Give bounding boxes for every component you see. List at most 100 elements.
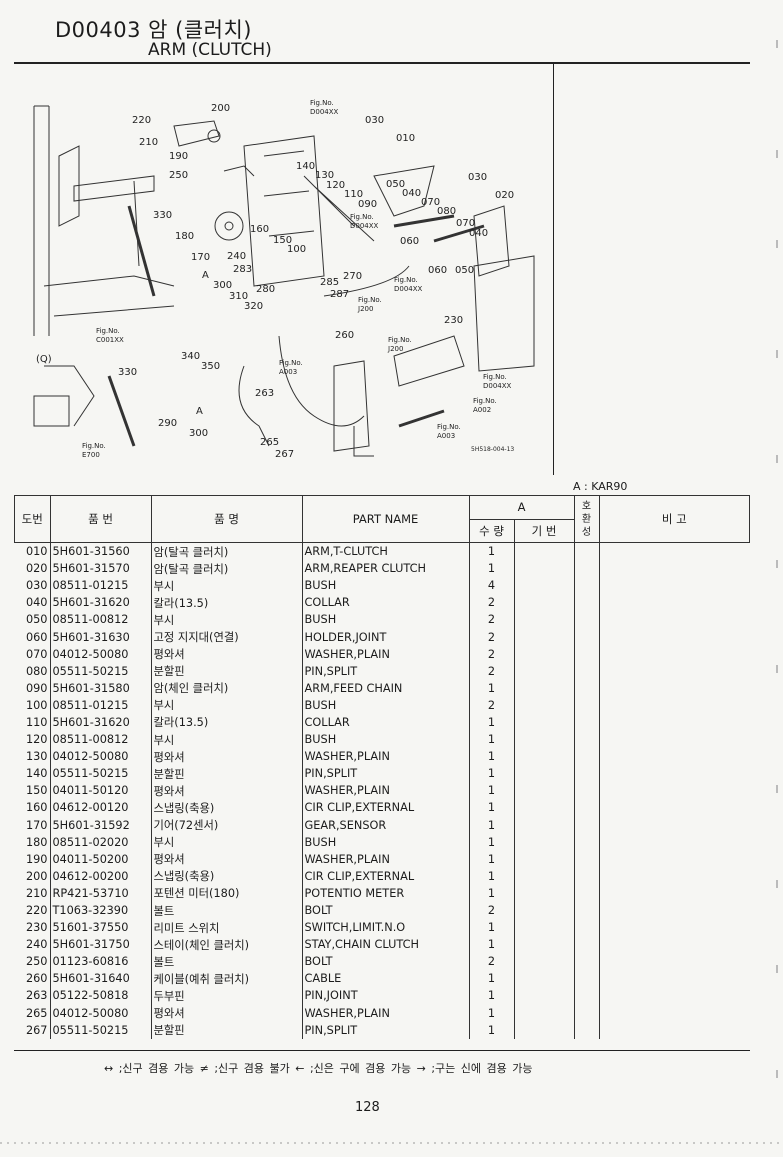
ref-no-cell: 020 — [25, 562, 48, 576]
part-number-cell: 08511-00812 — [49, 731, 151, 749]
svg-text:283: 283 — [233, 264, 252, 275]
part-name-ko-cell: 평와셔 — [150, 748, 302, 766]
basic-no-cell — [513, 901, 574, 920]
svg-text:Fig.No.: Fig.No. — [310, 99, 334, 107]
remarks-cell — [598, 867, 750, 885]
svg-text:030: 030 — [468, 172, 487, 183]
svg-text:230: 230 — [444, 315, 463, 326]
ref-no-cell: 260 — [25, 972, 48, 986]
svg-text:250: 250 — [169, 170, 188, 181]
part-name-ko-cell: 볼트 — [150, 953, 302, 971]
quantity-cell: 1 — [468, 867, 514, 885]
part-name-en-cell: COLLAR — [301, 594, 469, 612]
svg-text:300: 300 — [213, 280, 232, 291]
compat-cell — [573, 936, 599, 954]
part-name-en-cell: CIR CLIP,EXTERNAL — [301, 799, 469, 817]
compat-cell — [573, 953, 599, 971]
svg-text:180: 180 — [175, 231, 194, 242]
part-number-cell: 08511-02020 — [49, 833, 151, 851]
basic-no-cell — [513, 611, 574, 629]
part-name-ko-cell: 부시 — [150, 611, 302, 629]
svg-text:A003: A003 — [437, 432, 455, 440]
part-name-en-cell: WASHER,PLAIN — [301, 782, 469, 800]
quantity-cell: 1 — [468, 1004, 514, 1022]
part-name-en-cell: WASHER,PLAIN — [301, 748, 469, 766]
remarks-cell — [598, 542, 750, 561]
basic-no-cell — [513, 970, 574, 988]
compat-cell — [573, 713, 599, 732]
ref-no-cell: 263 — [25, 989, 48, 1003]
quantity-cell: 1 — [468, 970, 514, 988]
part-name-ko-cell: 분할핀 — [150, 662, 302, 680]
basic-no-cell — [513, 1004, 574, 1022]
remarks-cell — [598, 731, 750, 749]
svg-text:140: 140 — [296, 161, 315, 172]
part-number-cell: 5H601-31630 — [49, 628, 151, 646]
part-name-en-cell: PIN,SPLIT — [301, 662, 469, 680]
svg-text:300: 300 — [189, 428, 208, 439]
part-number-cell: 51601-37550 — [49, 919, 151, 937]
svg-text:060: 060 — [428, 265, 447, 276]
part-name-ko-cell: 암(탈곡 클러치) — [150, 542, 302, 561]
quantity-cell: 1 — [468, 936, 514, 954]
part-name-ko-cell: 분할핀 — [150, 765, 302, 783]
basic-no-cell — [513, 1021, 574, 1039]
part-name-ko-cell: 포텐션 미터(180) — [150, 884, 302, 902]
part-name-en-cell: BUSH — [301, 731, 469, 749]
part-number-cell: 01123-60816 — [49, 953, 151, 971]
svg-text:200: 200 — [211, 103, 230, 114]
svg-text:Fig.No.: Fig.No. — [96, 327, 120, 335]
part-name-ko-cell: 평와셔 — [150, 1004, 302, 1022]
compat-cell — [573, 867, 599, 885]
part-name-ko-cell: 케이블(예취 클러치) — [150, 970, 302, 988]
part-number-cell: 5H601-31640 — [49, 970, 151, 988]
col-compat-header: 호 환 성 — [573, 495, 600, 543]
svg-text:280: 280 — [256, 284, 275, 295]
callout-label: 220 — [132, 115, 151, 126]
svg-text:C001XX: C001XX — [96, 336, 124, 344]
ref-no-cell: 030 — [25, 579, 48, 593]
svg-text:060: 060 — [400, 236, 419, 247]
quantity-cell: 2 — [468, 611, 514, 629]
part-name-ko-cell: 부시 — [150, 731, 302, 749]
part-name-en-cell: PIN,SPLIT — [301, 1021, 469, 1039]
svg-text:(Q): (Q) — [36, 354, 52, 365]
col-partno-header: 품 번 — [49, 495, 152, 543]
part-number-cell: 08511-01215 — [49, 577, 151, 595]
part-name-en-cell: WASHER,PLAIN — [301, 1004, 469, 1022]
basic-no-cell — [513, 645, 574, 663]
col-qty-header: 수 량 — [468, 518, 515, 543]
remarks-cell — [598, 645, 750, 663]
remarks-cell — [598, 799, 750, 817]
remarks-cell — [598, 713, 750, 732]
binding-marks — [776, 40, 778, 1078]
page-number: 128 — [355, 1100, 380, 1115]
compat-cell — [573, 611, 599, 629]
quantity-cell: 1 — [468, 560, 514, 578]
quantity-cell: 1 — [468, 919, 514, 937]
svg-text:D004XX: D004XX — [483, 382, 512, 390]
part-number-cell: 5H601-31620 — [49, 713, 151, 732]
compat-cell — [573, 919, 599, 937]
quantity-cell: 2 — [468, 696, 514, 714]
part-name-en-cell: BOLT — [301, 953, 469, 971]
svg-text:D004XX: D004XX — [310, 108, 339, 116]
svg-text:J200: J200 — [387, 345, 403, 353]
svg-text:040: 040 — [469, 228, 488, 239]
svg-text:290: 290 — [158, 418, 177, 429]
svg-text:090: 090 — [358, 199, 377, 210]
compat-cell — [573, 1004, 599, 1022]
ref-no-cell: 210 — [25, 886, 48, 900]
svg-text:D004XX: D004XX — [350, 222, 379, 230]
svg-text:100: 100 — [287, 244, 306, 255]
part-name-en-cell: CABLE — [301, 970, 469, 988]
